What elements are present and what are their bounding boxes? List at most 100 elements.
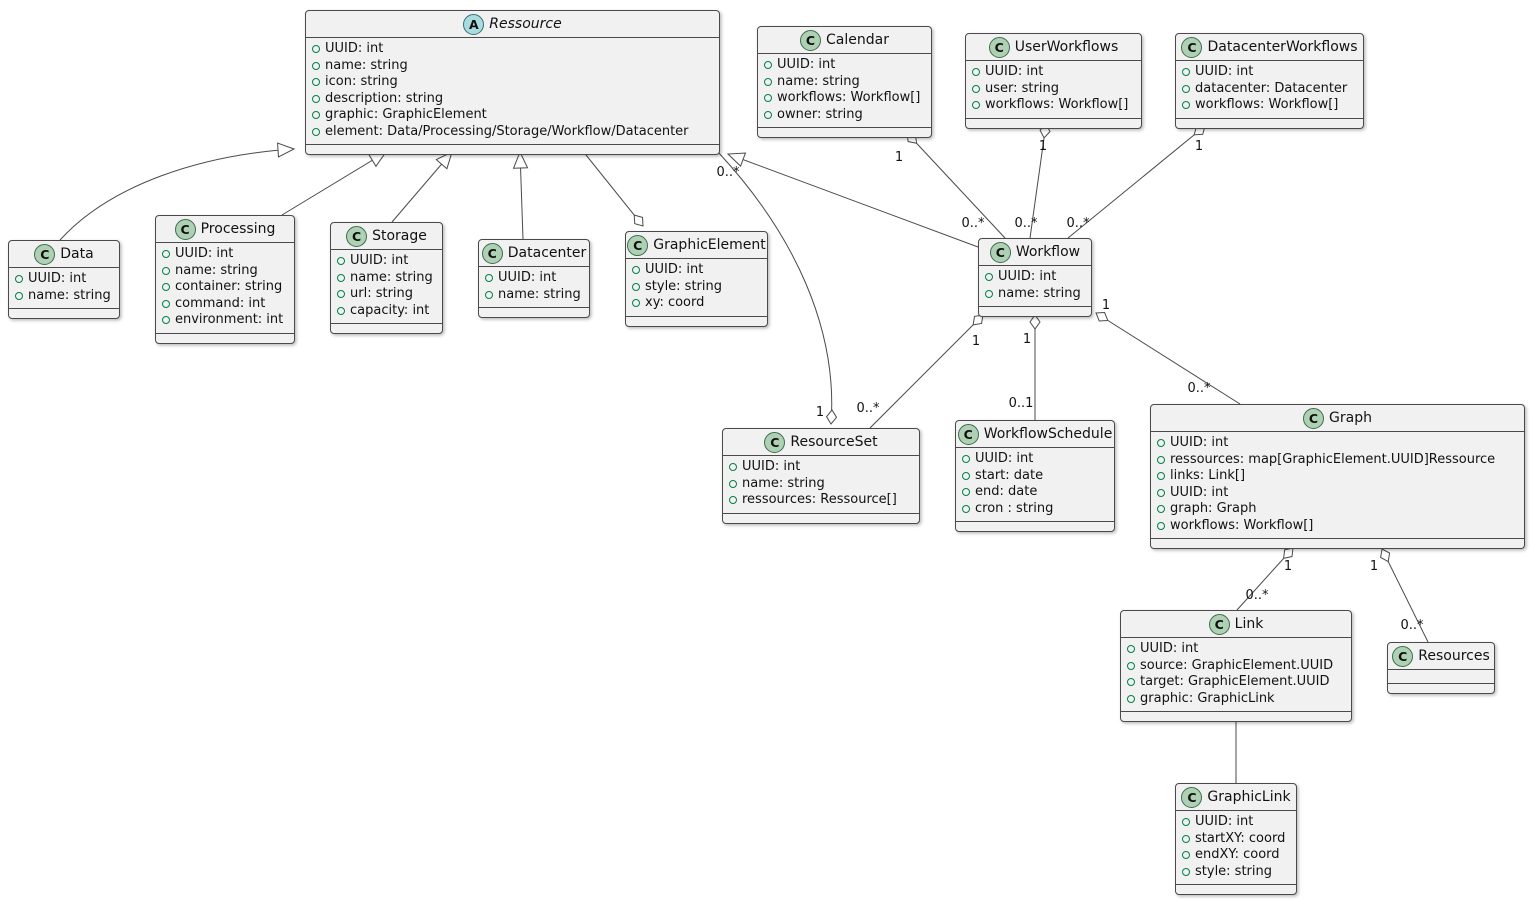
field-visibility-icon	[1157, 439, 1165, 448]
field-text: ressources: Ressource[]	[742, 492, 897, 507]
class-name: Link	[1234, 616, 1264, 632]
abstract-class-icon: A	[463, 13, 485, 35]
field-text: endXY: coord	[1195, 847, 1280, 862]
field-row: name: string	[337, 270, 436, 287]
field-row: UUID: int	[972, 64, 1135, 81]
multiplicity-label: 1	[1284, 559, 1292, 574]
field-visibility-icon	[485, 274, 493, 283]
field-text: capacity: int	[350, 302, 430, 318]
field-text: UUID: int	[1170, 484, 1229, 500]
field-visibility-icon	[485, 290, 493, 299]
methods-compartment	[306, 145, 719, 154]
class-icon: C	[481, 242, 503, 264]
multiplicity-label: 0..*	[856, 401, 880, 416]
field-text: startXY: coord	[1195, 830, 1286, 846]
class-name: Storage	[372, 228, 427, 244]
field-text: UUID: int	[975, 451, 1034, 466]
field-text: user: string	[985, 80, 1059, 96]
multiplicity-label: 0..1	[1009, 396, 1034, 411]
class-icon: C	[1181, 36, 1203, 58]
field-text: name: string	[175, 262, 258, 278]
field-row: container: string	[162, 279, 288, 296]
edge-workflow-extends-ressource	[726, 152, 979, 248]
field-visibility-icon	[1182, 867, 1190, 876]
field-row: description: string	[312, 91, 713, 108]
field-visibility-icon	[162, 250, 170, 259]
field-row: datacenter: Datacenter	[1182, 81, 1357, 98]
field-visibility-icon	[162, 316, 170, 325]
field-text: url: string	[350, 286, 414, 301]
field-visibility-icon	[962, 488, 970, 497]
field-row: url: string	[337, 286, 436, 303]
class-name: Resources	[1418, 648, 1490, 664]
field-row: ressources: Ressource[]	[729, 492, 913, 509]
multiplicity-label: 0..*	[1014, 216, 1038, 231]
edge-graph-link	[1236, 547, 1294, 611]
field-visibility-icon	[1182, 818, 1190, 827]
field-visibility-icon	[1127, 645, 1135, 654]
field-text: command: int	[175, 295, 266, 311]
field-text: UUID: int	[645, 262, 704, 277]
multiplicity-label: 0..*	[1400, 618, 1424, 633]
class-name: Ressource	[489, 16, 562, 32]
class-name: GraphicElement	[653, 237, 766, 253]
field-visibility-icon	[962, 455, 970, 464]
edge-processing-extends-ressource	[281, 151, 388, 216]
class-name: Processing	[200, 221, 276, 237]
class-icon: C	[627, 234, 649, 256]
field-row: links: Link[]	[1157, 468, 1518, 485]
methods-compartment	[9, 309, 119, 318]
field-visibility-icon	[1157, 472, 1165, 481]
field-row: UUID: int	[485, 270, 583, 287]
class-name: ResourceSet	[790, 434, 878, 450]
field-text: graph: Graph	[1170, 501, 1257, 516]
field-visibility-icon	[972, 101, 980, 110]
class-icon: C	[1392, 645, 1414, 667]
field-visibility-icon	[1182, 851, 1190, 860]
field-visibility-icon	[632, 299, 640, 308]
field-row: workflows: Workflow[]	[972, 97, 1135, 114]
field-row: graph: Graph	[1157, 501, 1518, 518]
field-row: UUID: int	[337, 253, 436, 270]
field-row: name: string	[985, 286, 1085, 303]
multiplicity-label: 1	[972, 334, 980, 349]
field-visibility-icon	[1157, 455, 1165, 464]
field-visibility-icon	[985, 273, 993, 282]
field-row: UUID: int	[162, 246, 288, 263]
field-visibility-icon	[312, 94, 320, 103]
field-text: UUID: int	[498, 270, 557, 285]
field-row: start: date	[962, 468, 1108, 485]
class-name: UserWorkflows	[1014, 39, 1119, 55]
multiplicity-label: 1	[895, 150, 903, 165]
class-icon: C	[989, 241, 1011, 263]
class-name: GraphicLink	[1207, 789, 1291, 805]
